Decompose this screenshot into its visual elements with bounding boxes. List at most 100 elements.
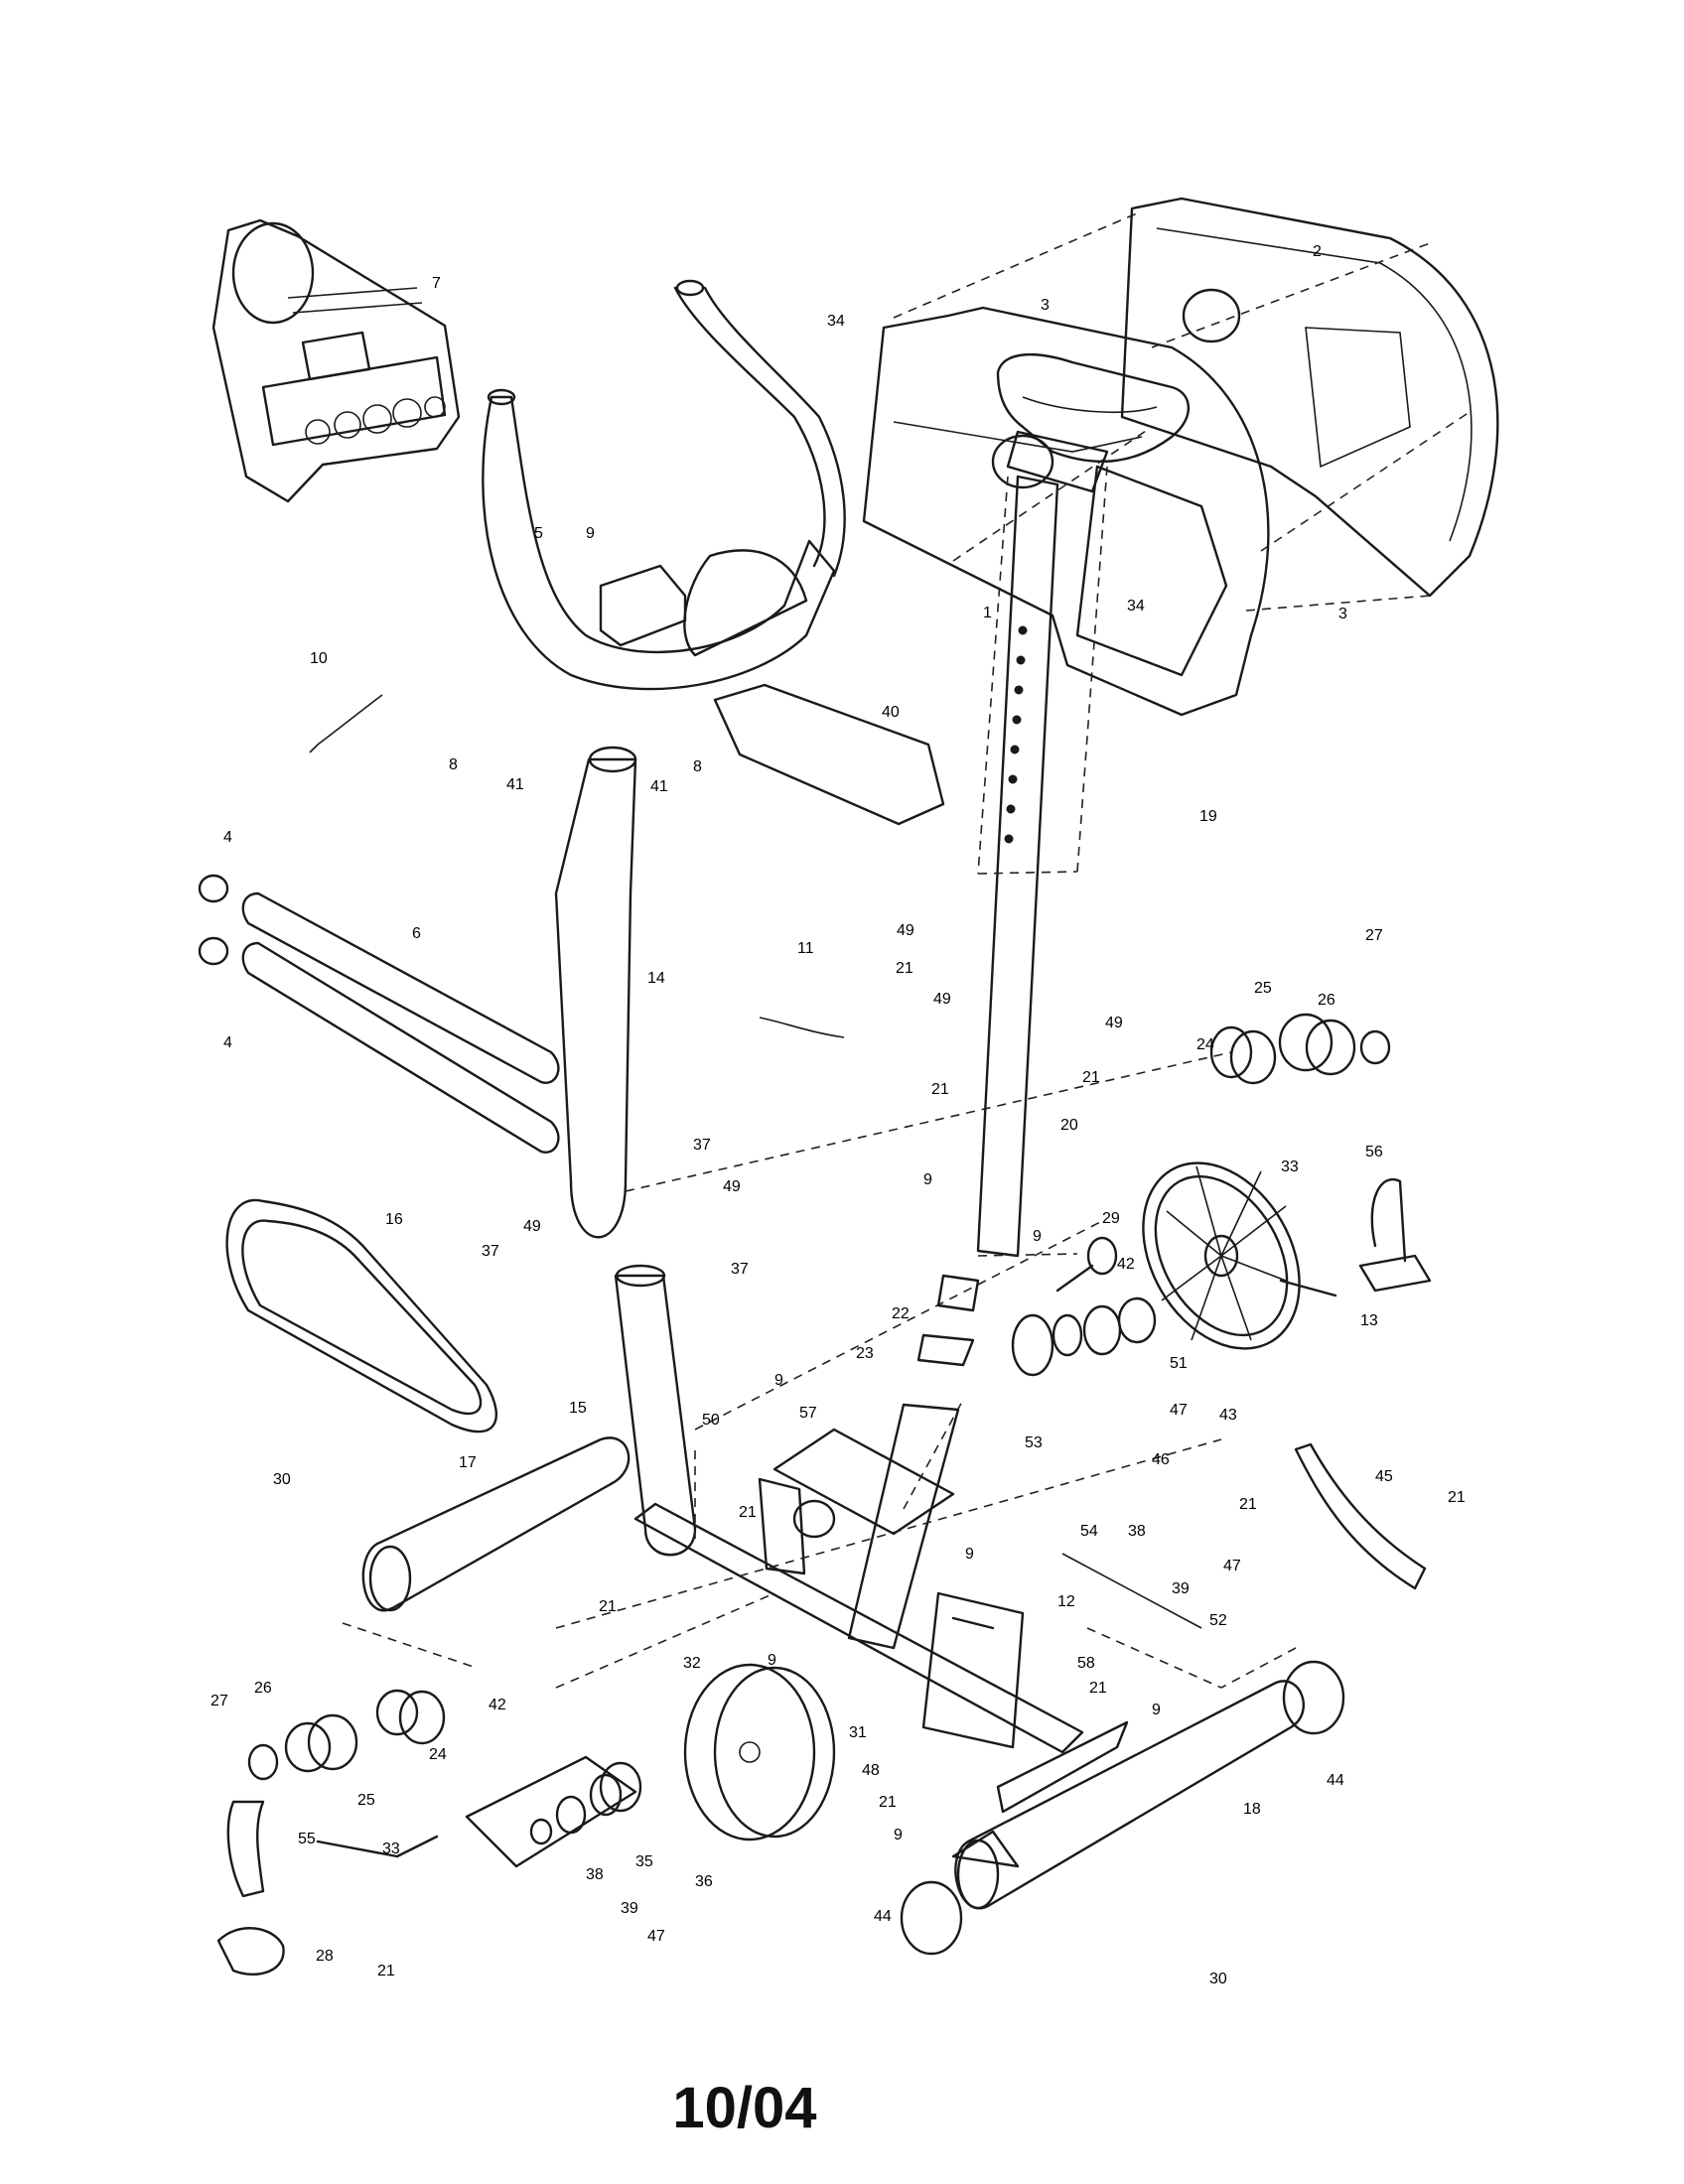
cover-part-40 [713,683,945,826]
callout-24b: 24 [429,1746,447,1763]
callout-21-i: 21 [879,1794,897,1811]
end-cap-part-44 [1282,1660,1345,1735]
callout-15: 15 [569,1400,587,1417]
shroud-part-1 [862,306,1270,717]
callout-23: 23 [856,1345,874,1362]
callout-47c: 47 [647,1928,665,1945]
callout-30b: 30 [1209,1971,1227,1987]
callout-49-e: 49 [523,1218,541,1235]
drive-wheel-part-32 [683,1663,836,1842]
callout-21-f: 21 [1239,1496,1257,1513]
callout-54: 54 [1080,1523,1098,1540]
callout-1: 1 [983,605,992,621]
callout-38b: 38 [586,1866,604,1883]
crank-hub-upper [1011,1236,1157,1377]
upright-part-14 [554,746,637,1239]
callout-21-c: 21 [1082,1069,1100,1086]
callout-56: 56 [1365,1144,1383,1160]
callout-21-j: 21 [377,1963,395,1979]
callout-32: 32 [683,1655,701,1672]
callout-8b: 8 [693,758,702,775]
callout-17: 17 [459,1454,477,1471]
console-part-7 [211,218,461,503]
callout-29: 29 [1102,1210,1120,1227]
callout-51: 51 [1170,1355,1188,1372]
callout-9-a: 9 [586,525,595,542]
seat-part-19 [996,352,1191,493]
shroud-part-2 [1120,197,1499,598]
callout-3: 3 [1041,297,1050,314]
callout-20: 20 [1060,1117,1078,1134]
callout-21-e: 21 [599,1598,617,1615]
callout-5: 5 [534,525,543,542]
callout-34b: 34 [1127,598,1145,614]
callout-21-a: 21 [896,960,913,977]
callout-33b: 33 [382,1841,400,1857]
callout-21-d: 21 [739,1504,757,1521]
callout-3b: 3 [1338,606,1347,622]
callout-9-h: 9 [894,1827,903,1843]
callout-4: 4 [223,829,232,846]
callout-11: 11 [797,940,814,957]
callout-49-d: 49 [723,1178,741,1195]
bracket-part-45 [1294,1442,1427,1590]
idler-assembly-lower [247,1689,446,1781]
callout-41b: 41 [650,778,668,795]
handlebar-tubes-part-6 [198,874,560,1154]
callout-24: 24 [1196,1036,1214,1053]
front-stabilizer-part-17 [361,1436,631,1612]
callout-48: 48 [862,1762,880,1779]
callout-53: 53 [1025,1434,1043,1451]
callout-46: 46 [1152,1451,1170,1468]
callout-9-g: 9 [1152,1702,1161,1718]
callout-35: 35 [635,1853,653,1870]
callout-25b: 25 [357,1792,375,1809]
cable-part-12 [1061,1553,1202,1629]
cable-part-10 [309,694,383,753]
bushing-part-23 [916,1333,975,1367]
callout-47: 47 [1170,1402,1188,1419]
callout-47b: 47 [1223,1558,1241,1574]
callout-25: 25 [1254,980,1272,997]
callout-40: 40 [882,704,900,721]
callout-39: 39 [1172,1580,1190,1597]
belt-part-16 [225,1198,497,1433]
callout-21-g: 21 [1448,1489,1466,1506]
callout-27b: 27 [210,1693,228,1709]
callout-31: 31 [849,1724,867,1741]
callout-9-b: 9 [923,1171,932,1188]
callout-13: 13 [1360,1312,1378,1329]
pedal-part-13 [1358,1178,1432,1293]
callout-9-c: 9 [1033,1228,1042,1245]
callout-21-h: 21 [1089,1680,1107,1697]
callout-14: 14 [647,970,665,987]
callout-12: 12 [1057,1593,1075,1610]
callout-18: 18 [1243,1801,1261,1818]
callout-26b: 26 [254,1680,272,1697]
frame-post-part-15 [614,1264,697,1557]
callout-41: 41 [506,776,524,793]
callout-38: 38 [1128,1523,1146,1540]
callout-49-a: 49 [897,922,914,939]
callout-9-f: 9 [768,1652,776,1669]
callout-43: 43 [1219,1407,1237,1424]
callout-52: 52 [1209,1612,1227,1629]
handlebar-part-5 [482,279,846,691]
callout-8: 8 [449,756,458,773]
callout-55: 55 [298,1831,316,1847]
crank-hub-lower [316,1755,642,1868]
callout-45: 45 [1375,1468,1393,1485]
callout-49-c: 49 [1105,1015,1123,1031]
callout-37c: 37 [731,1261,749,1278]
callout-49-b: 49 [933,991,951,1008]
callout-42b: 42 [489,1697,506,1713]
callout-44b: 44 [874,1908,892,1925]
callout-27: 27 [1365,927,1383,944]
callout-57: 57 [799,1405,817,1422]
callout-39b: 39 [621,1900,638,1917]
callout-30: 30 [273,1471,291,1488]
callout-26: 26 [1318,992,1335,1009]
callout-6: 6 [412,925,421,942]
